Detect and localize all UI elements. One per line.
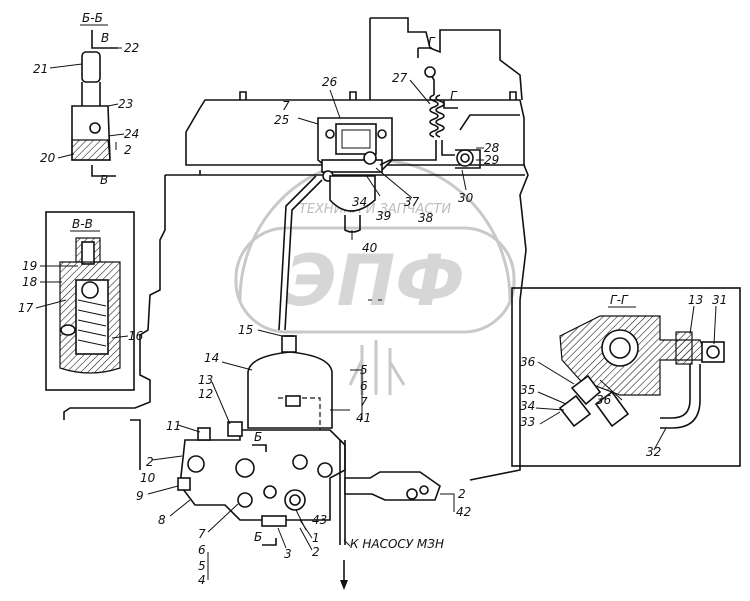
callout-11: 11	[166, 419, 181, 433]
inset-section-vv: В-В	[45, 211, 135, 391]
callout-31: 31	[712, 293, 727, 307]
callout-35: 35	[520, 383, 535, 397]
callout-29: 29	[484, 153, 499, 167]
callout-21: 21	[33, 62, 48, 76]
flow-arrow-down-icon	[340, 560, 348, 590]
callout-36-center: 36	[596, 393, 612, 407]
callout-40: 40	[362, 241, 378, 255]
callout-36-left: 36	[520, 355, 536, 369]
pump-connection-label: К НАСОСУ МЗН	[350, 537, 444, 551]
callout-14: 14	[204, 351, 219, 365]
svg-text:Б: Б	[254, 530, 262, 544]
inset-section-bb: Б-Б В В	[71, 11, 118, 187]
engine-block-outline	[63, 17, 529, 481]
callout-41: 41	[356, 411, 371, 425]
callout-34-main: 34	[352, 195, 367, 209]
section-gg-title: Г-Г	[610, 293, 629, 307]
callout-43: 43	[312, 513, 327, 527]
callout-5-bottom: 5	[198, 559, 206, 573]
callout-17: 17	[18, 301, 34, 315]
callout-38: 38	[418, 211, 434, 225]
callout-19: 19	[22, 259, 37, 273]
callout-8: 8	[158, 513, 166, 527]
callout-16: 16	[128, 329, 144, 343]
callout-1: 1	[312, 531, 320, 545]
callout-23: 23	[118, 97, 133, 111]
svg-text:В: В	[100, 173, 108, 187]
callout-33: 33	[520, 415, 535, 429]
filter-housing-body	[177, 421, 441, 545]
callout-10: 10	[140, 471, 156, 485]
wheat-icon	[348, 340, 406, 395]
callout-leaders	[35, 47, 717, 580]
callout-34-gg: 34	[520, 399, 535, 413]
callout-7-bottom: 7	[198, 527, 206, 541]
svg-text:В: В	[101, 31, 109, 45]
pump-leader	[343, 539, 351, 547]
section-mark-g: Г Г	[417, 35, 458, 109]
callout-4: 4	[198, 573, 206, 587]
callout-32: 32	[646, 445, 661, 459]
watermark-logo-text: ЭПФ	[285, 240, 464, 322]
section-bb-title: Б-Б	[82, 11, 103, 25]
svg-text:Б: Б	[254, 430, 262, 444]
section-vv-title: В-В	[72, 217, 93, 231]
inset-section-gg: Г-Г	[511, 287, 741, 467]
callout-37: 37	[404, 195, 420, 209]
callout-13-main: 13	[198, 373, 213, 387]
callout-2-bottom: 2	[312, 545, 320, 559]
section-cut-b: Б Б	[252, 430, 277, 546]
callout-42: 42	[456, 505, 471, 519]
callout-2-bb: 2	[124, 143, 132, 157]
callout-30: 30	[458, 191, 474, 205]
coiled-pipe	[379, 66, 481, 169]
callout-7-stack: 7	[360, 395, 368, 409]
callout-28: 28	[484, 141, 500, 155]
watermark-logo: ЭПФ ТЕХНИКА И ЗАПЧАСТИ	[234, 158, 516, 395]
callout-6-bottom: 6	[198, 543, 206, 557]
callout-26: 26	[322, 75, 338, 89]
callout-6-stack: 6	[360, 379, 368, 393]
callout-22: 22	[124, 41, 139, 55]
fuel-line-15	[278, 175, 323, 331]
callout-18: 18	[22, 275, 38, 289]
callout-20: 20	[40, 151, 56, 165]
callout-12: 12	[198, 387, 213, 401]
callout-27: 27	[392, 71, 408, 85]
callout-15: 15	[238, 323, 253, 337]
callout-2-left: 2	[146, 455, 154, 469]
callout-5-stack: 5	[360, 363, 368, 377]
callout-24: 24	[124, 127, 139, 141]
callout-9: 9	[136, 489, 144, 503]
callout-3: 3	[284, 547, 292, 561]
filter-head-bracket	[317, 117, 393, 233]
callout-7-top: 7	[282, 99, 290, 113]
svg-text:Г: Г	[450, 89, 458, 103]
fuel-filter	[247, 335, 333, 441]
callout-13-gg: 13	[688, 293, 703, 307]
svg-text:Г: Г	[428, 35, 436, 49]
callout-25: 25	[274, 113, 289, 127]
callout-39: 39	[376, 209, 391, 223]
callout-2-right: 2	[458, 487, 466, 501]
callout-numbers: 21 22 23 24 2 20 19 18 17 16 26 7 25 27 …	[18, 41, 727, 587]
